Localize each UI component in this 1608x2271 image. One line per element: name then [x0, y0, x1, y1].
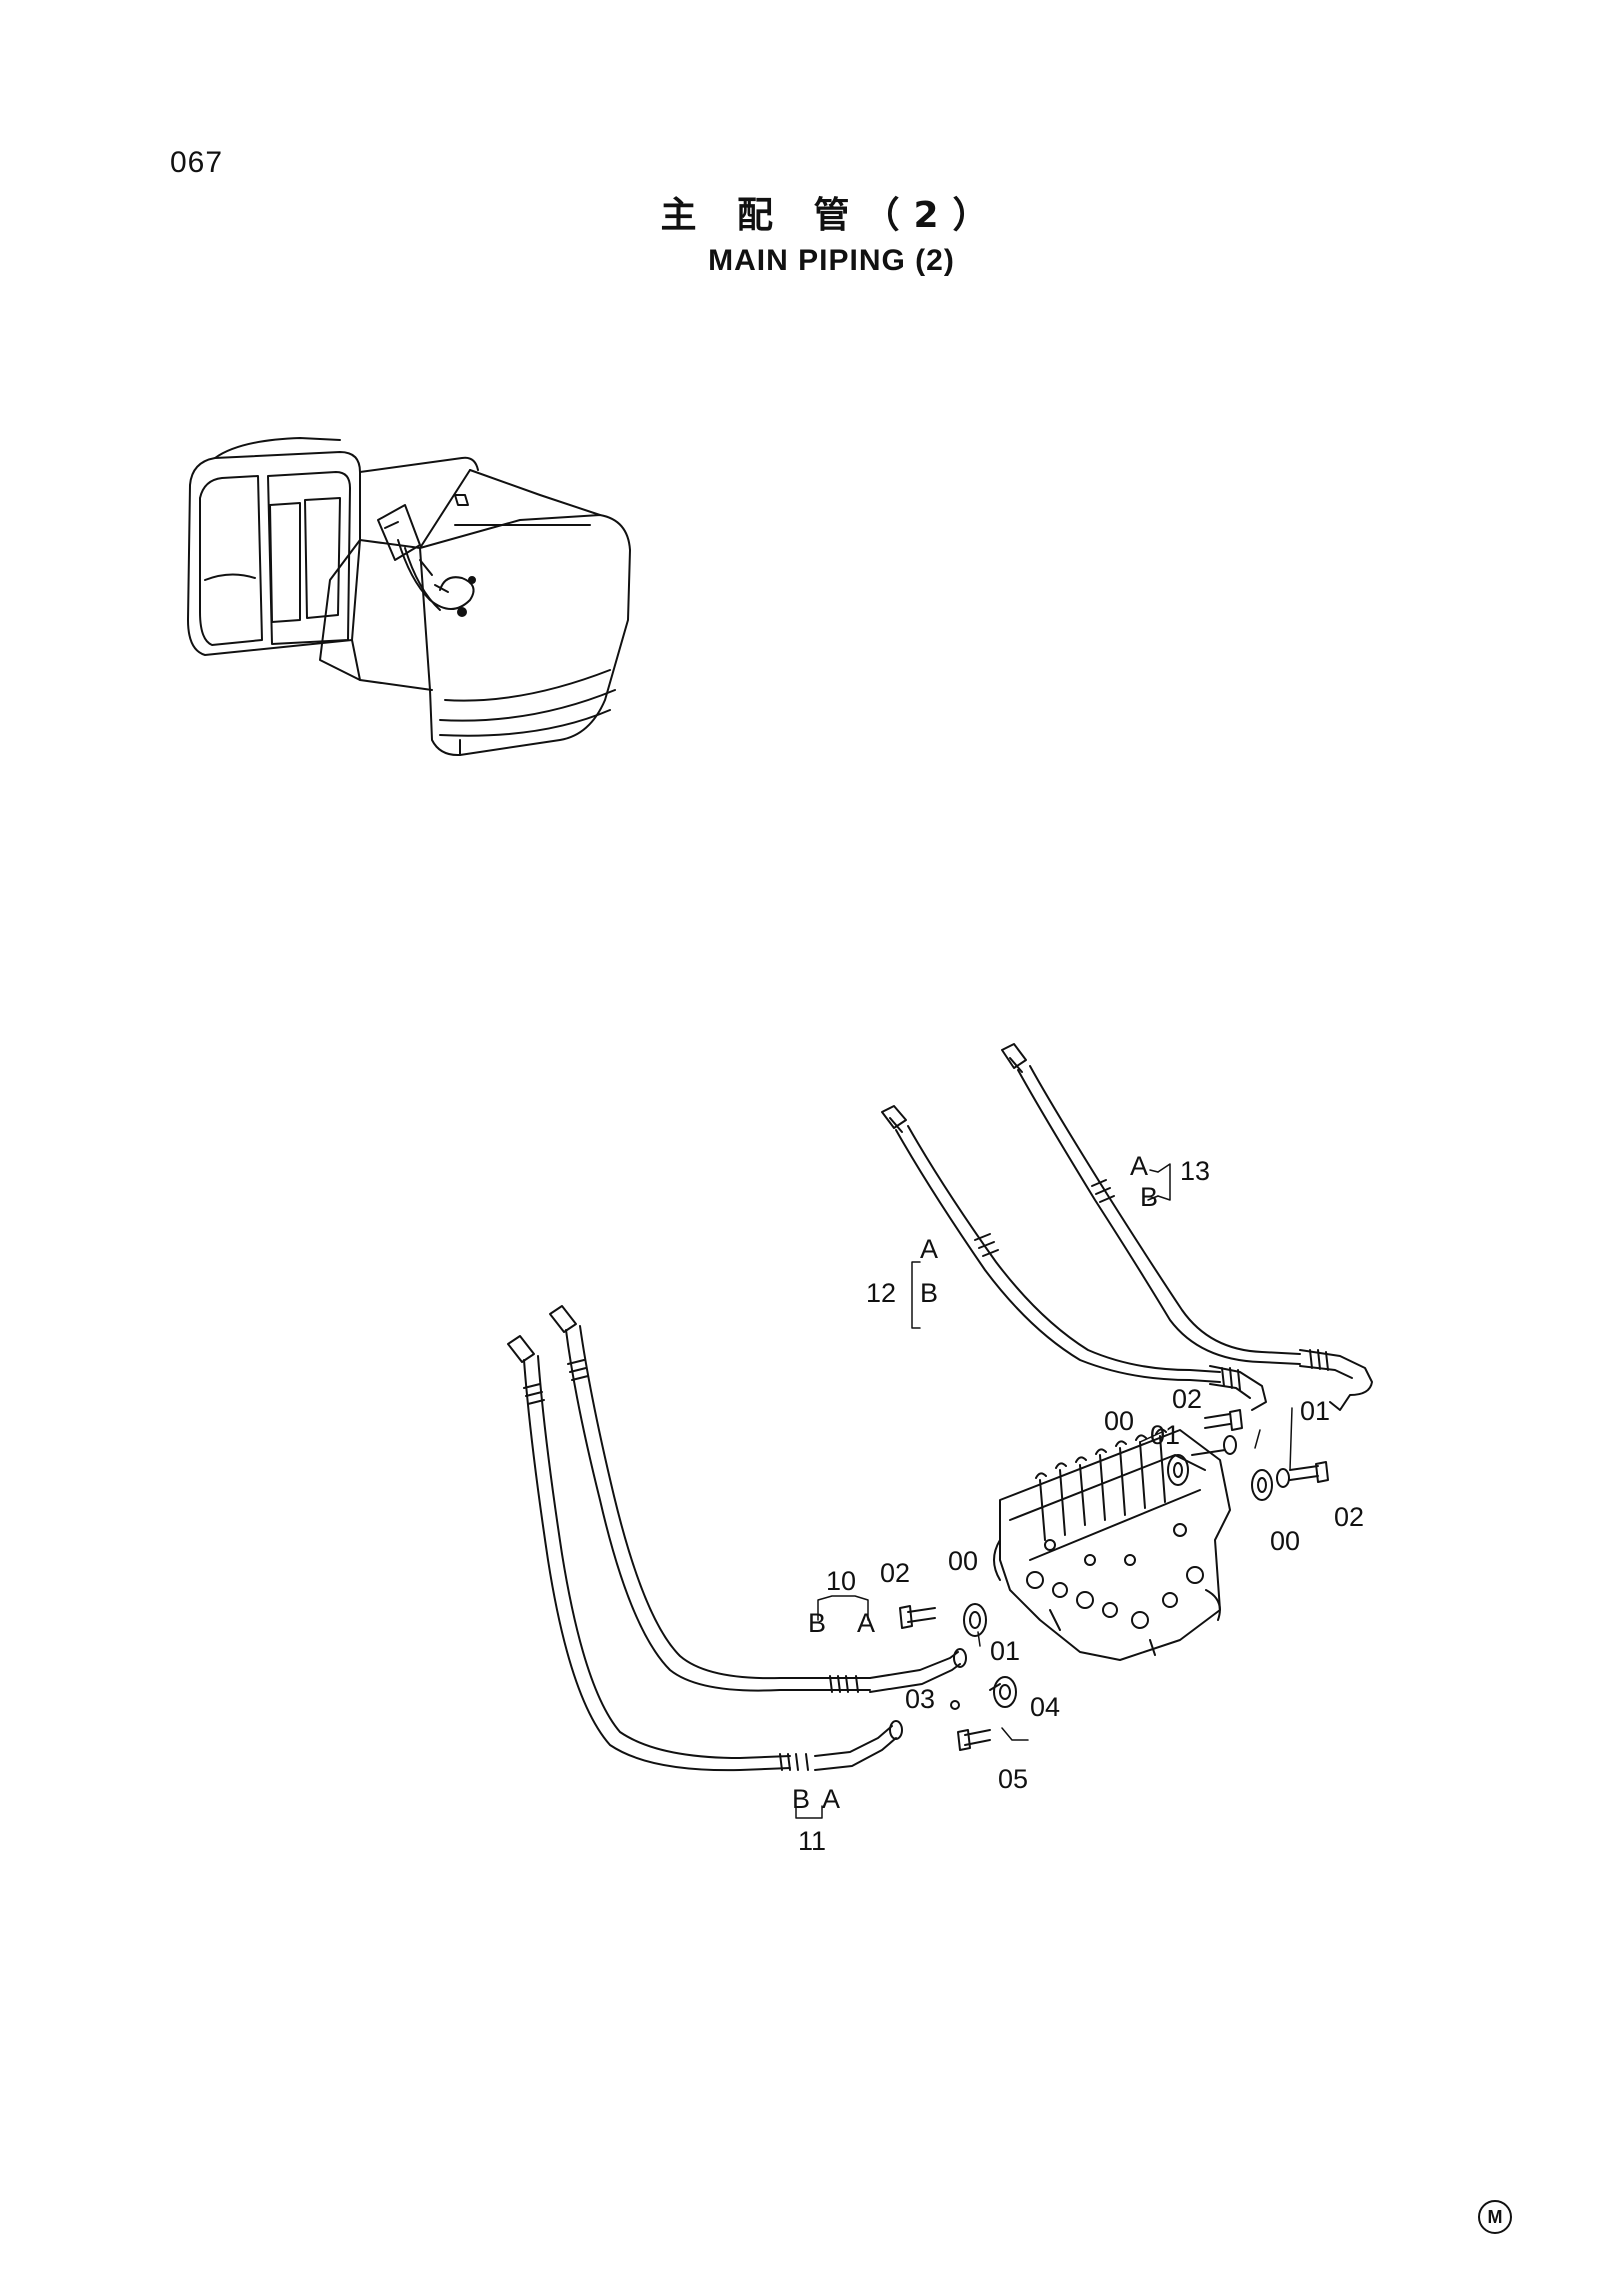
callout-01-top: 01 — [1150, 1420, 1180, 1450]
callout-10-b: B — [808, 1608, 826, 1638]
callout-13: 13 — [1180, 1156, 1210, 1186]
hose-11 — [507, 1335, 903, 1772]
corner-mark: M — [1478, 2200, 1512, 2234]
callout-00-left: 00 — [948, 1546, 978, 1576]
hose-13 — [1001, 1043, 1373, 1411]
leader-lines — [795, 1163, 1293, 1819]
callout-04: 04 — [1030, 1692, 1060, 1722]
callout-10: 10 — [826, 1566, 856, 1596]
callout-11-a: A — [822, 1784, 840, 1814]
callout-01-left: 01 — [990, 1636, 1020, 1666]
page-title: MAIN PIPING (2) — [708, 244, 955, 277]
callout-00-top: 00 — [1104, 1406, 1134, 1436]
callout-01-right: 01 — [1300, 1396, 1330, 1426]
callout-12-a: A — [920, 1234, 938, 1264]
callout-02-left: 02 — [880, 1558, 910, 1588]
page-title-cjk: 主 配 管（2） — [660, 195, 1003, 236]
callout-12: 12 — [866, 1278, 896, 1308]
hose-12 — [881, 1105, 1267, 1411]
fittings — [899, 1409, 1329, 1751]
hose-10 — [549, 1305, 967, 1693]
callout-00-right: 00 — [1270, 1526, 1300, 1556]
excavator-locator-illustration — [187, 437, 631, 757]
callout-11: 11 — [798, 1826, 826, 1856]
callout-13-b: B — [1140, 1182, 1158, 1212]
callout-12-b: B — [920, 1278, 938, 1308]
page-number: 067 — [170, 146, 224, 179]
control-valve — [993, 1428, 1231, 1661]
callout-02-top: 02 — [1172, 1384, 1202, 1414]
callout-03: 03 — [905, 1684, 935, 1714]
callout-11-b: B — [792, 1784, 810, 1814]
callout-02-right: 02 — [1334, 1502, 1364, 1532]
callout-13-a: A — [1130, 1151, 1148, 1181]
callout-05: 05 — [998, 1764, 1028, 1794]
callout-labels: 10 B A B A 11 A 12 B A 13 B 02 00 01 03 … — [792, 1151, 1364, 1856]
callout-10-a: A — [857, 1608, 875, 1638]
